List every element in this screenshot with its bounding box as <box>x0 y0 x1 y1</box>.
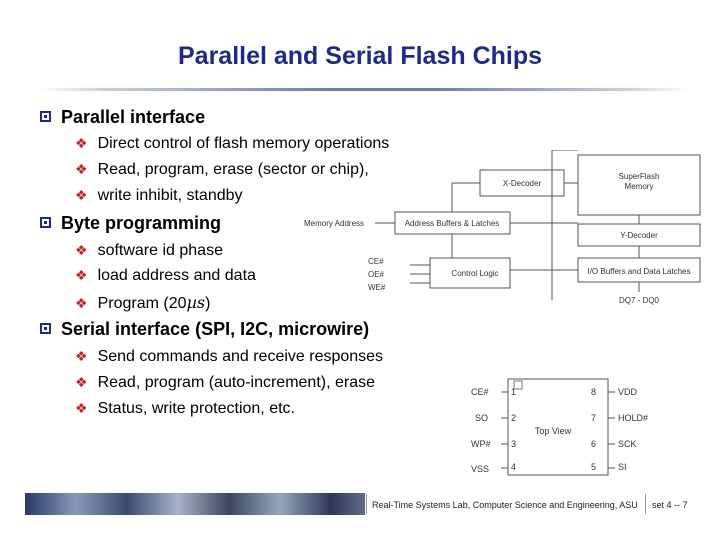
footer-lab-text: Real-Time Systems Lab, Computer Science … <box>372 500 638 510</box>
sub-bullet: ❖ load address and data <box>75 267 256 285</box>
bullet-byte-programming: Byte programming <box>40 213 221 234</box>
diamond-bullet-icon: ❖ <box>75 242 88 258</box>
pin-number-2: 2 <box>511 413 516 423</box>
pin-number-5: 5 <box>591 462 596 472</box>
dq-label: DQ7 - DQ0 <box>619 296 660 305</box>
sub-bullet: ❖ write inhibit, standby <box>75 187 243 205</box>
pin-number-4: 4 <box>511 462 516 472</box>
sub-bullet-text: software id phase <box>97 242 223 259</box>
control-logic-label: Control Logic <box>451 269 498 278</box>
title-divider <box>40 88 690 91</box>
ce-pin-label: CE# <box>368 257 384 266</box>
footer-divider <box>366 494 367 514</box>
address-buffers-label: Address Buffers & Latches <box>405 219 500 228</box>
pin-label-vdd: VDD <box>618 387 638 397</box>
diamond-bullet-icon: ❖ <box>75 135 88 151</box>
diamond-bullet-icon: ❖ <box>75 161 88 177</box>
sub-bullet-text: load address and data <box>97 267 256 284</box>
io-buffers-label: I/O Buffers and Data Latches <box>587 267 690 276</box>
flash-block-diagram: X-Decoder SuperFlash Memory Memory Addre… <box>304 150 701 305</box>
bullet-text: Byte programming <box>61 213 222 233</box>
bullet-text: Parallel interface <box>61 107 206 127</box>
we-pin-label: WE# <box>368 283 386 292</box>
sub-bullet: ❖ Send commands and receive responses <box>75 348 383 366</box>
control-logic-box <box>429 257 511 289</box>
pin-number-6: 6 <box>591 439 596 449</box>
sub-bullet: ❖ Read, program (auto-increment), erase <box>75 374 375 392</box>
square-bullet-icon <box>40 111 51 122</box>
sub-bullet: ❖ Read, program, erase (sector or chip), <box>75 161 369 179</box>
footer-banner-image <box>25 493 365 515</box>
sub-bullet-text: Send commands and receive responses <box>97 348 384 365</box>
sub-bullet: ❖ software id phase <box>75 242 223 260</box>
pin-number-1: 1 <box>511 387 516 397</box>
bullet-parallel-interface: Parallel interface <box>40 107 205 128</box>
chip-package-outline <box>507 378 609 476</box>
sub-bullet-text: Read, program, erase (sector or chip), <box>97 161 369 178</box>
sub-bullet: ❖ Program (20µs) <box>75 293 210 313</box>
footer-divider <box>645 494 646 514</box>
pin-1-marker <box>513 380 523 390</box>
diamond-bullet-icon: ❖ <box>75 374 88 390</box>
sub-bullet: ❖ Direct control of flash memory operatio… <box>75 135 389 153</box>
diamond-bullet-icon: ❖ <box>75 295 88 311</box>
diamond-bullet-icon: ❖ <box>75 348 88 364</box>
mu-symbol: µs <box>186 293 206 312</box>
sub-bullet-text: Direct control of flash memory operation… <box>97 135 390 152</box>
pin-label-ce: CE# <box>471 387 489 397</box>
diamond-bullet-icon: ❖ <box>75 400 88 416</box>
superflash-label-line2: Memory <box>625 182 654 191</box>
footer-page-number: set 4 -- 7 <box>652 500 688 510</box>
serial-pinout-diagram: CE# 1 SO 2 WP# 3 VSS 4 8 VDD 7 HOLD# 6 S… <box>471 378 648 476</box>
pin-label-hold: HOLD# <box>618 413 648 423</box>
pin-number-7: 7 <box>591 413 596 423</box>
bullet-serial-interface: Serial interface (SPI, I2C, microwire) <box>40 319 369 340</box>
memory-address-label: Memory Address <box>304 219 364 228</box>
diamond-bullet-icon: ❖ <box>75 187 88 203</box>
superflash-label-line1: SuperFlash <box>619 172 660 181</box>
sub-bullet-text: Read, program (auto-increment), erase <box>97 374 376 391</box>
pin-number-3: 3 <box>511 439 516 449</box>
sub-bullet-text: ) <box>205 295 211 312</box>
square-bullet-icon <box>40 323 51 334</box>
y-decoder-label: Y-Decoder <box>620 231 658 240</box>
pin-number-8: 8 <box>591 387 596 397</box>
diamond-bullet-icon: ❖ <box>75 267 88 283</box>
slide-title: Parallel and Serial Flash Chips <box>177 42 543 70</box>
sub-bullet-text: Status, write protection, etc. <box>97 400 295 417</box>
pin-label-sck: SCK <box>618 439 637 449</box>
sub-bullet: ❖ Status, write protection, etc. <box>75 400 295 418</box>
pin-label-vss: VSS <box>471 464 489 474</box>
square-bullet-icon <box>40 217 51 228</box>
x-decoder-label: X-Decoder <box>503 179 542 188</box>
pin-label-so: SO <box>475 413 488 423</box>
bullet-text: Serial interface (SPI, I2C, microwire) <box>61 319 370 339</box>
oe-pin-label: OE# <box>368 270 385 279</box>
pin-label-wp: WP# <box>471 439 491 449</box>
top-view-label: Top View <box>535 426 572 436</box>
sub-bullet-text: Program (20 <box>97 295 187 312</box>
pin-label-si: SI <box>618 462 627 472</box>
sub-bullet-text: write inhibit, standby <box>97 187 243 204</box>
